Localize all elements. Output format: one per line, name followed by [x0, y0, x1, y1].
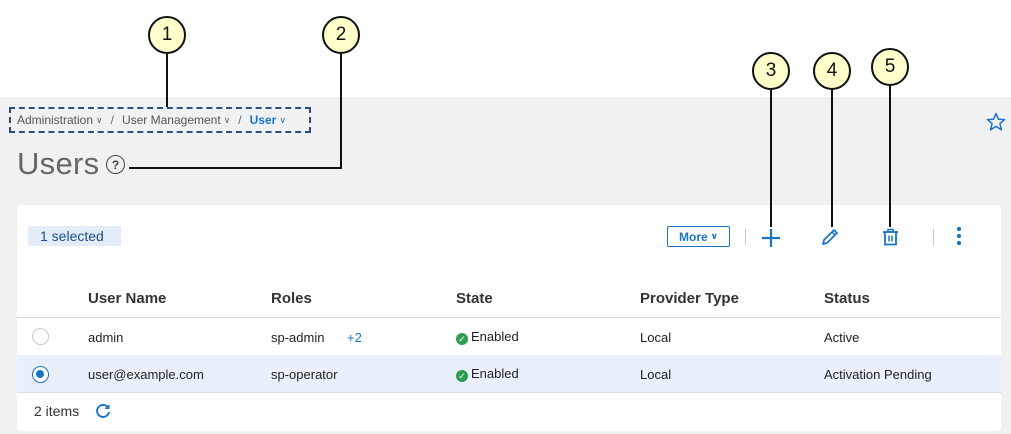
- callout-4: 4: [813, 52, 851, 90]
- chevron-down-icon: ∨: [223, 114, 231, 125]
- row-select-radio[interactable]: [32, 328, 49, 345]
- cell-status: Active: [824, 330, 860, 345]
- column-header-user-name[interactable]: User Name: [88, 290, 167, 307]
- toolbar-divider: [933, 229, 934, 245]
- cell-user-name: user@example.com: [88, 367, 204, 382]
- item-count: 2 items: [34, 403, 80, 419]
- breadcrumb-label: User: [249, 113, 277, 127]
- callout-leader-2-horizontal: [129, 167, 342, 169]
- footer-divider: [17, 392, 1001, 393]
- table-row-selected[interactable]: [17, 355, 1001, 392]
- delete-icon[interactable]: [881, 227, 900, 247]
- chevron-down-icon: ∨: [96, 114, 103, 125]
- callout-2: 2: [322, 16, 360, 54]
- callout-3: 3: [752, 52, 790, 90]
- breadcrumb-label: User Management: [121, 113, 221, 127]
- more-button-label: More: [679, 229, 708, 244]
- callout-leader-4: [831, 89, 833, 227]
- breadcrumb: Administration ∨ / User Management ∨ / U…: [9, 107, 311, 133]
- column-header-provider-type[interactable]: Provider Type: [640, 290, 739, 307]
- callout-5: 5: [871, 48, 909, 86]
- star-icon[interactable]: [986, 112, 1006, 132]
- breadcrumb-separator: /: [238, 113, 242, 127]
- edit-icon[interactable]: [820, 227, 840, 247]
- row-select-radio[interactable]: [32, 366, 49, 383]
- column-header-status[interactable]: Status: [824, 290, 870, 307]
- check-circle-icon: ✓: [456, 333, 468, 345]
- cell-provider-type: Local: [640, 367, 672, 382]
- cell-state: ✓Enabled: [456, 366, 519, 382]
- callout-leader-3: [770, 89, 772, 227]
- column-header-state[interactable]: State: [456, 290, 493, 307]
- toolbar-divider: [745, 229, 746, 245]
- check-circle-icon: ✓: [456, 370, 468, 382]
- breadcrumb-user-management[interactable]: User Management ∨: [122, 113, 230, 127]
- callout-leader-2: [340, 54, 342, 168]
- users-table-card: [17, 205, 1001, 431]
- state-label: Enabled: [471, 329, 519, 344]
- page-title: Users: [17, 146, 100, 181]
- kebab-menu-icon[interactable]: [952, 226, 966, 246]
- state-label: Enabled: [471, 366, 519, 381]
- cell-user-name: admin: [88, 330, 124, 345]
- help-icon[interactable]: ?: [106, 155, 125, 174]
- callout-leader-1: [166, 54, 168, 107]
- cell-roles: sp-admin: [271, 330, 325, 345]
- cell-roles-extra[interactable]: +2: [347, 330, 362, 345]
- chevron-down-icon: ∨: [279, 114, 286, 125]
- more-button[interactable]: More ∨: [667, 226, 730, 247]
- breadcrumb-administration[interactable]: Administration ∨: [17, 113, 103, 127]
- selected-count-badge: 1 selected: [28, 226, 121, 246]
- callout-leader-5: [889, 85, 891, 227]
- cell-roles: sp-operator: [271, 367, 338, 382]
- breadcrumb-label: Administration: [17, 113, 94, 127]
- callout-1: 1: [148, 16, 186, 54]
- header-divider: [17, 317, 1001, 318]
- add-icon[interactable]: [760, 227, 782, 249]
- cell-state: ✓Enabled: [456, 329, 519, 345]
- breadcrumb-separator: /: [110, 113, 114, 127]
- refresh-icon[interactable]: [95, 403, 111, 419]
- column-header-roles[interactable]: Roles: [271, 290, 312, 307]
- breadcrumb-user[interactable]: User ∨: [250, 113, 286, 127]
- cell-provider-type: Local: [640, 330, 672, 345]
- chevron-down-icon: ∨: [710, 231, 718, 241]
- cell-status: Activation Pending: [824, 367, 932, 382]
